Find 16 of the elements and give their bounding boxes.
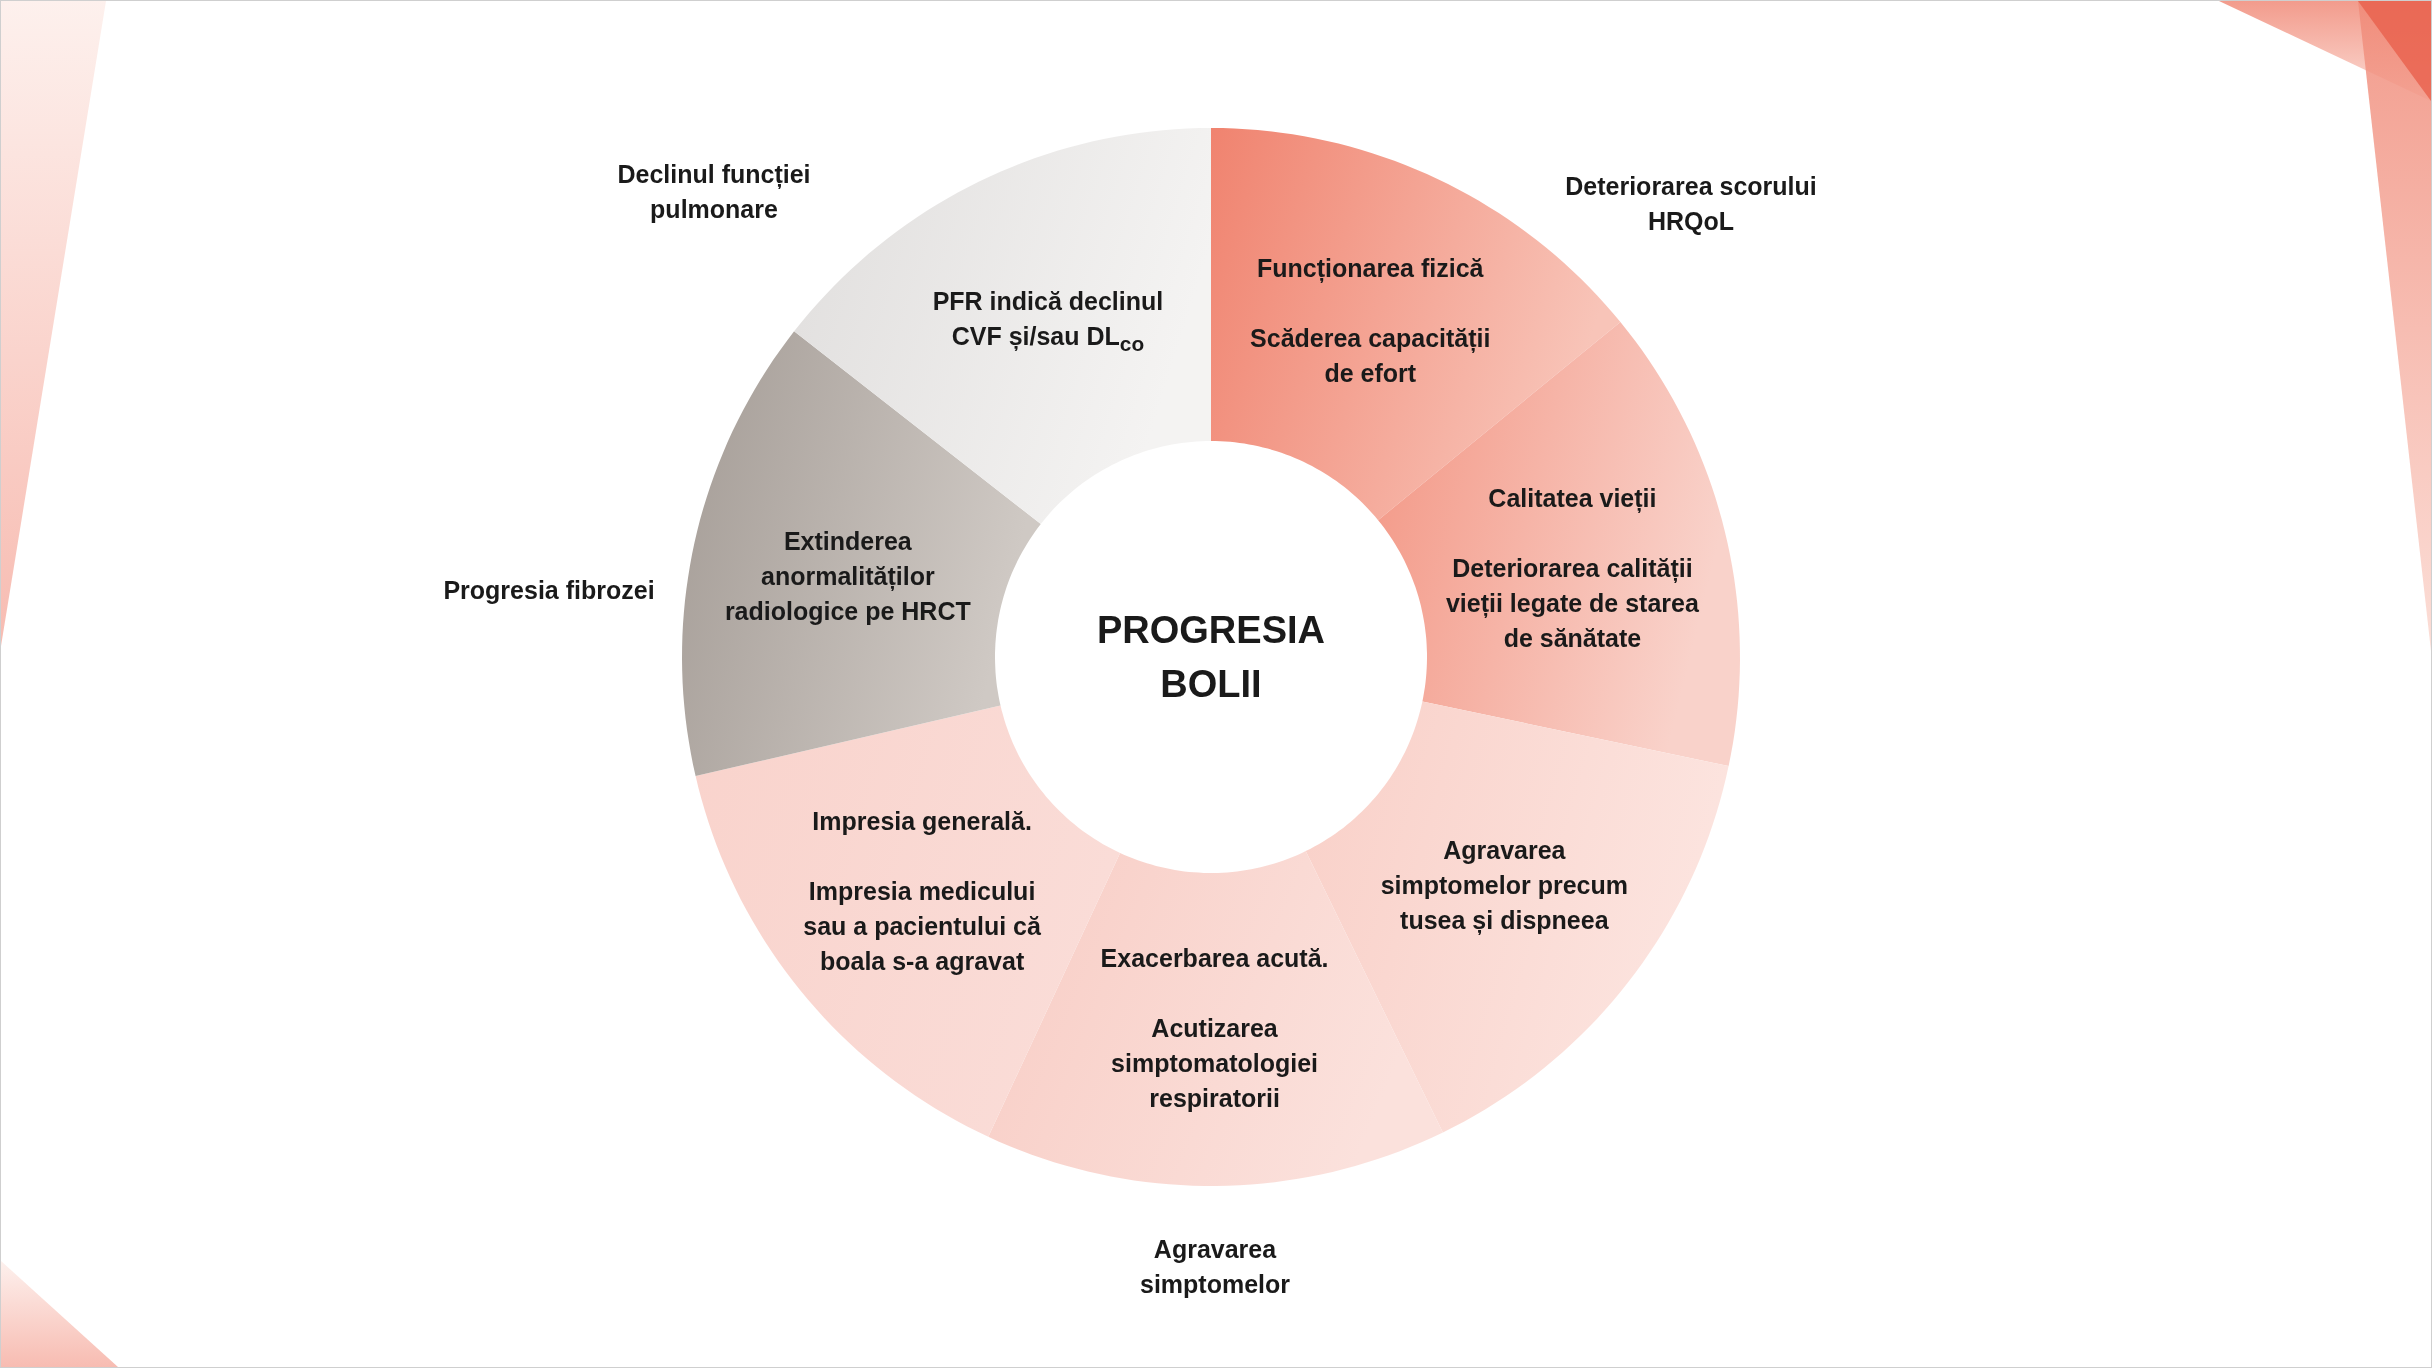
segment-text: Scăderea capacității de efort: [1249, 322, 1492, 389]
center-title: PROGRESIA BOLII: [1095, 608, 1326, 707]
segment-heading: Impresia generală.: [812, 805, 1032, 837]
segment-text: Impresia medicului sau a pacientului că boala s-a agravat: [802, 875, 1042, 977]
segment-text: Acutizarea simptomatologiei respiratorii: [1110, 1013, 1320, 1115]
segment-text: Deteriorarea calității vieții legate de starea de sănătate: [1444, 553, 1700, 655]
segment-heading: Exacerbarea acută.: [1100, 943, 1329, 975]
category-label: Progresia fibrozei: [442, 574, 656, 606]
category-label: Declinul funcției pulmonare: [616, 159, 812, 225]
segment-heading: Funcționarea fizică: [1257, 252, 1484, 285]
segment-text: PFR indică declinul CVF și/sau DL$_{co}$: [931, 286, 1165, 358]
category-label: Agravarea simptomelor: [1139, 1234, 1291, 1300]
segment-text: Extinderea anormalităților radiologice pe HRCT: [723, 526, 972, 627]
segment-text: Agravarea simptomelor precum tusea și dispneea: [1379, 835, 1629, 937]
category-label: Deteriorarea scorului HRQoL: [1564, 171, 1818, 237]
segment-heading: Calitatea vieții: [1488, 483, 1657, 515]
